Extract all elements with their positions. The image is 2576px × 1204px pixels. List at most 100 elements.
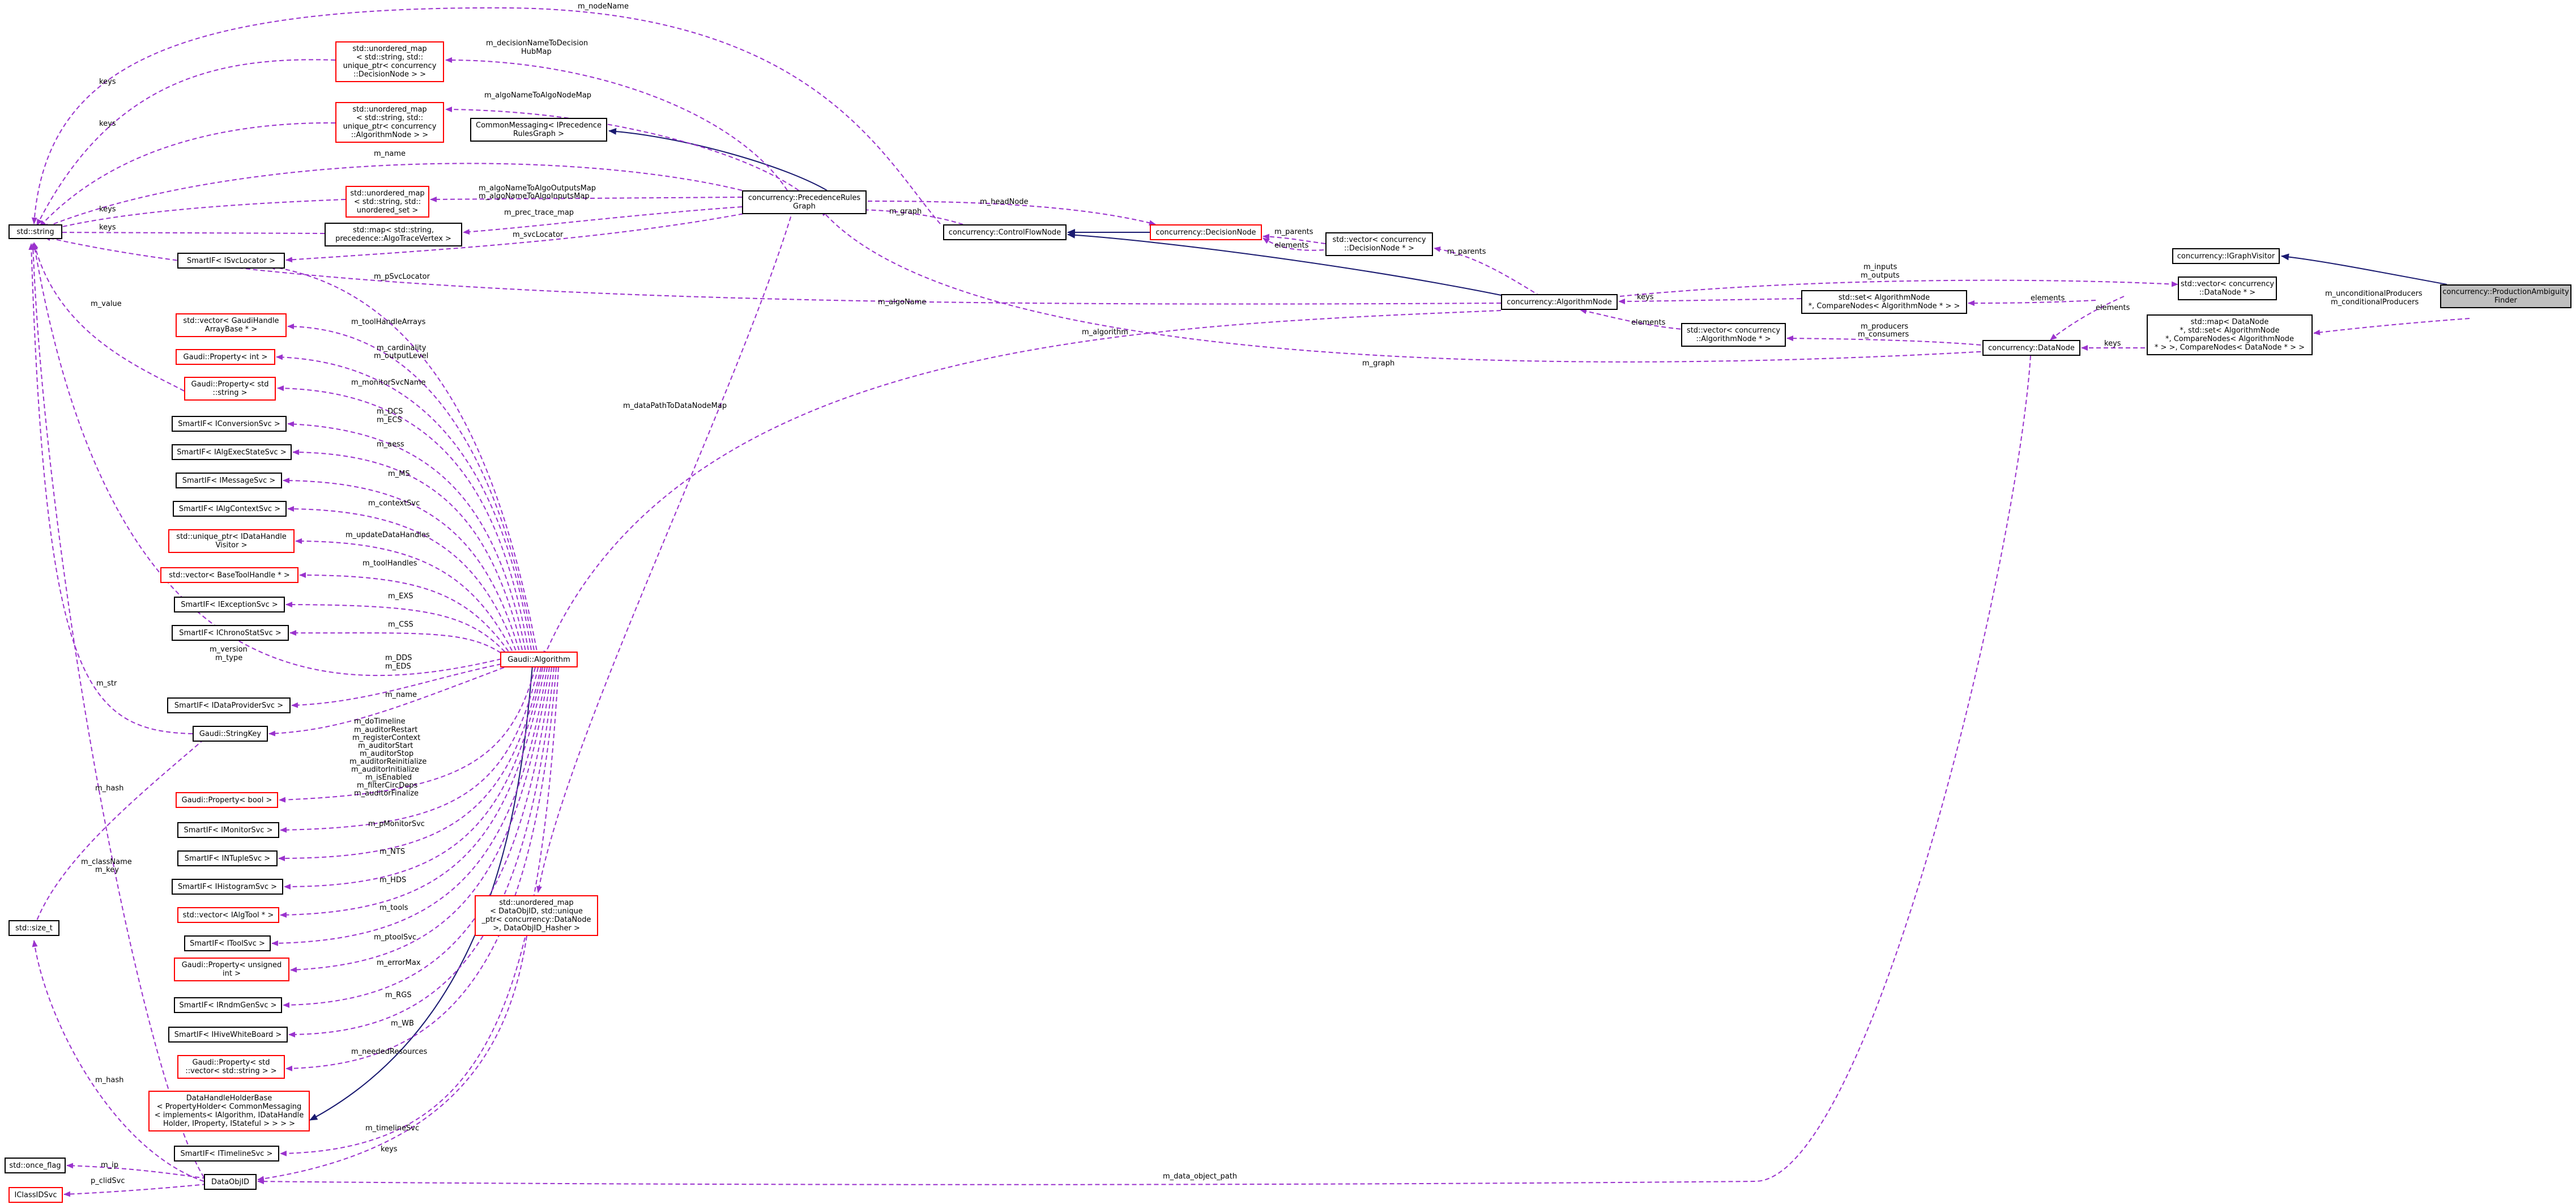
node-iclassidsvc[interactable]: IClassIDSvc	[8, 1187, 63, 1203]
node-line: IClassIDSvc	[14, 1190, 57, 1199]
edge-aess	[292, 449, 524, 658]
edge-unconditional	[2313, 318, 2470, 335]
edge-dds-eds	[291, 663, 502, 708]
node-vec-algnode[interactable]: std::vector< concurrency::AlgorithmNode …	[1681, 323, 1786, 347]
node-line: SmartIF< IAlgExecStateSvc >	[177, 448, 287, 457]
node-line: SmartIF< IChronoStatSvc >	[179, 628, 282, 637]
node-itool[interactable]: SmartIF< IToolSvc >	[184, 935, 271, 951]
node-prop-vecstring[interactable]: Gaudi::Property< std::vector< std::strin…	[177, 1055, 285, 1079]
label-m-name-2: m_name	[385, 691, 417, 699]
node-iconversion[interactable]: SmartIF< IConversionSvc >	[172, 416, 287, 432]
label-parents-2: m_parents	[1447, 248, 1486, 256]
label-key: m_key	[95, 866, 119, 874]
edge-decisionmap	[445, 57, 788, 191]
node-umap-decision[interactable]: std::unordered_map< std::string, std::un…	[335, 41, 444, 82]
node-line: SmartIF< INTupleSvc >	[184, 854, 271, 863]
edge-value	[32, 242, 185, 392]
node-prop-bool[interactable]: Gaudi::Property< bool >	[176, 792, 278, 808]
label-outputsmap-2: m_algoNameToAlgoInputsMap	[479, 192, 590, 201]
label-prectrace: m_prec_trace_map	[504, 209, 574, 217]
node-itimeline[interactable]: SmartIF< ITimelineSvc >	[174, 1146, 279, 1162]
node-algorithm-node[interactable]: concurrency::AlgorithmNode	[1501, 294, 1618, 310]
node-line: std::size_t	[15, 924, 53, 933]
node-line: concurrency::ControlFlowNode	[948, 228, 1061, 237]
edge-tools	[280, 667, 545, 918]
node-ialgexec[interactable]: SmartIF< IAlgExecStateSvc >	[172, 444, 292, 460]
node-datahandle-holder[interactable]: DataHandleHolderBase< PropertyHolder< Co…	[148, 1091, 310, 1131]
node-gaudi-algorithm[interactable]: Gaudi::Algorithm	[500, 652, 578, 667]
node-vec-decision[interactable]: std::vector< concurrency::DecisionNode *…	[1325, 232, 1433, 256]
node-once-flag[interactable]: std::once_flag	[5, 1158, 66, 1173]
node-igraph-visitor[interactable]: concurrency::IGraphVisitor	[2172, 248, 2280, 264]
node-line: SmartIF< IMessageSvc >	[182, 476, 276, 485]
node-line: std::once_flag	[9, 1161, 61, 1170]
node-std-string[interactable]: std::string	[8, 224, 62, 239]
node-imessage[interactable]: SmartIF< IMessageSvc >	[176, 473, 282, 488]
node-line: int >	[223, 969, 241, 978]
node-line: concurrency::IGraphVisitor	[2177, 252, 2275, 261]
node-prop-string[interactable]: Gaudi::Property< std::string >	[184, 377, 276, 401]
node-line: unordered_set >	[356, 206, 419, 215]
node-line: SmartIF< IExceptionSvc >	[181, 600, 278, 609]
label-datapath: m_dataPathToDataNodeMap	[623, 402, 727, 410]
node-line: * > >, CompareNodes< DataNode * > >	[2154, 343, 2305, 352]
node-line: ::vector< std::string > >	[185, 1067, 277, 1075]
node-data-node[interactable]: concurrency::DataNode	[1982, 340, 2080, 356]
node-prop-int[interactable]: Gaudi::Property< int >	[176, 349, 275, 365]
node-intuple[interactable]: SmartIF< INTupleSvc >	[177, 850, 278, 866]
node-dataobjid[interactable]: DataObjID	[204, 1174, 257, 1190]
node-line: SmartIF< IHistogramSvc >	[177, 882, 278, 891]
node-imonitor[interactable]: SmartIF< IMonitorSvc >	[177, 822, 279, 838]
node-decision-node[interactable]: concurrency::DecisionNode	[1150, 224, 1262, 240]
node-line: Gaudi::Property< int >	[183, 352, 268, 361]
edge-timelinesvc	[280, 667, 559, 1156]
label-str: m_str	[96, 679, 117, 688]
edge-hds	[284, 667, 543, 890]
node-set-algnode[interactable]: std::set< AlgorithmNode*, CompareNodes< …	[1801, 290, 1967, 314]
node-control-flow-node[interactable]: concurrency::ControlFlowNode	[943, 224, 1067, 240]
node-size-t[interactable]: std::size_t	[8, 920, 59, 936]
node-vec-datanode[interactable]: std::vector< concurrency::DataNode * >	[2178, 276, 2277, 300]
node-ihive[interactable]: SmartIF< IHiveWhiteBoard >	[168, 1027, 288, 1043]
node-line: concurrency::PrecedenceRules	[748, 194, 861, 202]
label-outputsmap-1: m_algoNameToAlgoOutputsMap	[479, 184, 596, 193]
node-vec-basetool[interactable]: std::vector< BaseToolHandle * >	[160, 567, 298, 583]
node-umap-uset[interactable]: std::unordered_map< std::string, std::un…	[346, 186, 429, 218]
node-line: CommonMessaging< IPrecedence	[476, 121, 602, 130]
label-headnode: m_headNode	[980, 198, 1029, 206]
node-line: ::DataNode * >	[2199, 288, 2256, 297]
node-map-datanode[interactable]: std::map< DataNode*, std::set< Algorithm…	[2147, 314, 2313, 355]
node-umap-dataobjid[interactable]: std::unordered_map< DataObjID, std::uniq…	[475, 895, 598, 936]
node-line: std::unordered_map	[350, 189, 425, 198]
node-svc-locator[interactable]: SmartIF< ISvcLocator >	[177, 253, 285, 269]
node-idataprovider[interactable]: SmartIF< IDataProviderSvc >	[167, 697, 291, 713]
node-irndm[interactable]: SmartIF< IRndmGenSvc >	[174, 997, 282, 1013]
node-umap-algonode[interactable]: std::unordered_map< std::string, std::un…	[335, 102, 444, 143]
node-ihistogram[interactable]: SmartIF< IHistogramSvc >	[172, 879, 283, 895]
node-line: unique_ptr< concurrency	[343, 122, 437, 131]
node-iexception[interactable]: SmartIF< IExceptionSvc >	[174, 597, 285, 612]
node-vec-ialgtool[interactable]: std::vector< IAlgTool * >	[177, 907, 279, 923]
label-keys-4: keys	[99, 223, 116, 232]
node-line: Gaudi::Property< std	[192, 1058, 270, 1067]
label-elements-2: elements	[2031, 294, 2065, 303]
node-line: std::unordered_map	[352, 105, 427, 114]
label-css: m_CSS	[388, 620, 413, 629]
edge-algorithm	[543, 310, 1502, 658]
label-toolhandlearrays: m_toolHandleArrays	[351, 318, 426, 326]
node-ialgcontext[interactable]: SmartIF< IAlgContextSvc >	[173, 501, 287, 517]
label-toolhandles: m_toolHandles	[362, 559, 417, 568]
node-ichrono[interactable]: SmartIF< IChronoStatSvc >	[172, 625, 289, 641]
node-string-key[interactable]: Gaudi::StringKey	[193, 726, 268, 742]
edge-ms	[283, 478, 522, 658]
node-line: < std::string, std::	[353, 197, 421, 206]
node-map-prec-trace[interactable]: std::map< std::string,precedence::AlgoTr…	[325, 223, 462, 246]
node-line: std::vector< concurrency	[2180, 280, 2275, 288]
node-line: SmartIF< ITimelineSvc >	[180, 1149, 273, 1158]
